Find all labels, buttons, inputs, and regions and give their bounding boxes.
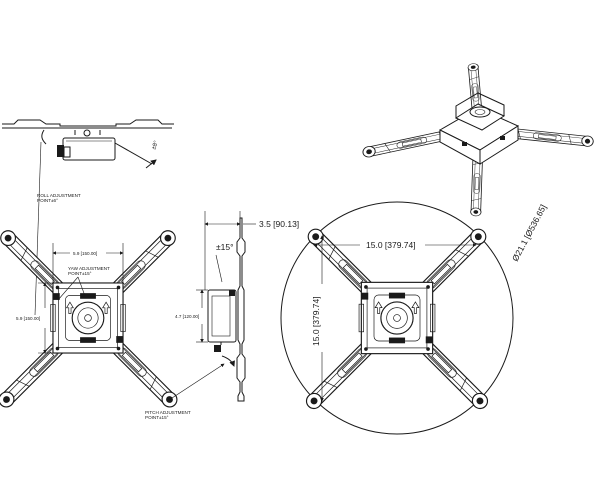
pitch-note-line2: POINT±15° — [145, 415, 169, 420]
right-height-dim: 15.0 [379.74] — [311, 296, 321, 346]
roll-angle-label: ±8° — [151, 140, 160, 151]
clearance-circle — [280, 201, 514, 435]
yaw-note-line2: POINT±15° — [68, 271, 92, 276]
right-diameter-dim: Ø21.1 [Ø536.65] — [510, 203, 548, 263]
left-height-dim: 5.9 [150.00] — [16, 316, 40, 321]
isometric-view — [361, 62, 595, 217]
right-width-dim: 15.0 [379.74] — [366, 240, 416, 250]
side-view-roll: ±8° ROLL ADJUSTMENT POINT±6° — [2, 119, 174, 316]
yaw-note-line1: YAW ADJUSTMENT — [68, 266, 110, 271]
roll-note-line1: ROLL ADJUSTMENT — [37, 193, 81, 198]
top-view-right: 15.0 [379.74] 15.0 [379.74] Ø21.1 [Ø536.… — [280, 201, 548, 435]
top-view-left: 5.9 [150.00] 5.9 [150.00] YAW ADJUSTMENT… — [0, 228, 180, 410]
side-view-pitch: 3.5 [90.13] ±15° 4.7 [120.00] PITCH ADJU… — [145, 211, 299, 420]
side-angle-label: ±15° — [216, 242, 234, 252]
side-depth-dim: 3.5 [90.13] — [259, 219, 299, 229]
roll-note-line2: POINT±6° — [37, 198, 58, 203]
pitch-note-line1: PITCH ADJUSTMENT — [145, 410, 191, 415]
side-height-dim: 4.7 [120.00] — [175, 314, 199, 319]
left-width-dim: 5.9 [150.00] — [73, 251, 97, 256]
